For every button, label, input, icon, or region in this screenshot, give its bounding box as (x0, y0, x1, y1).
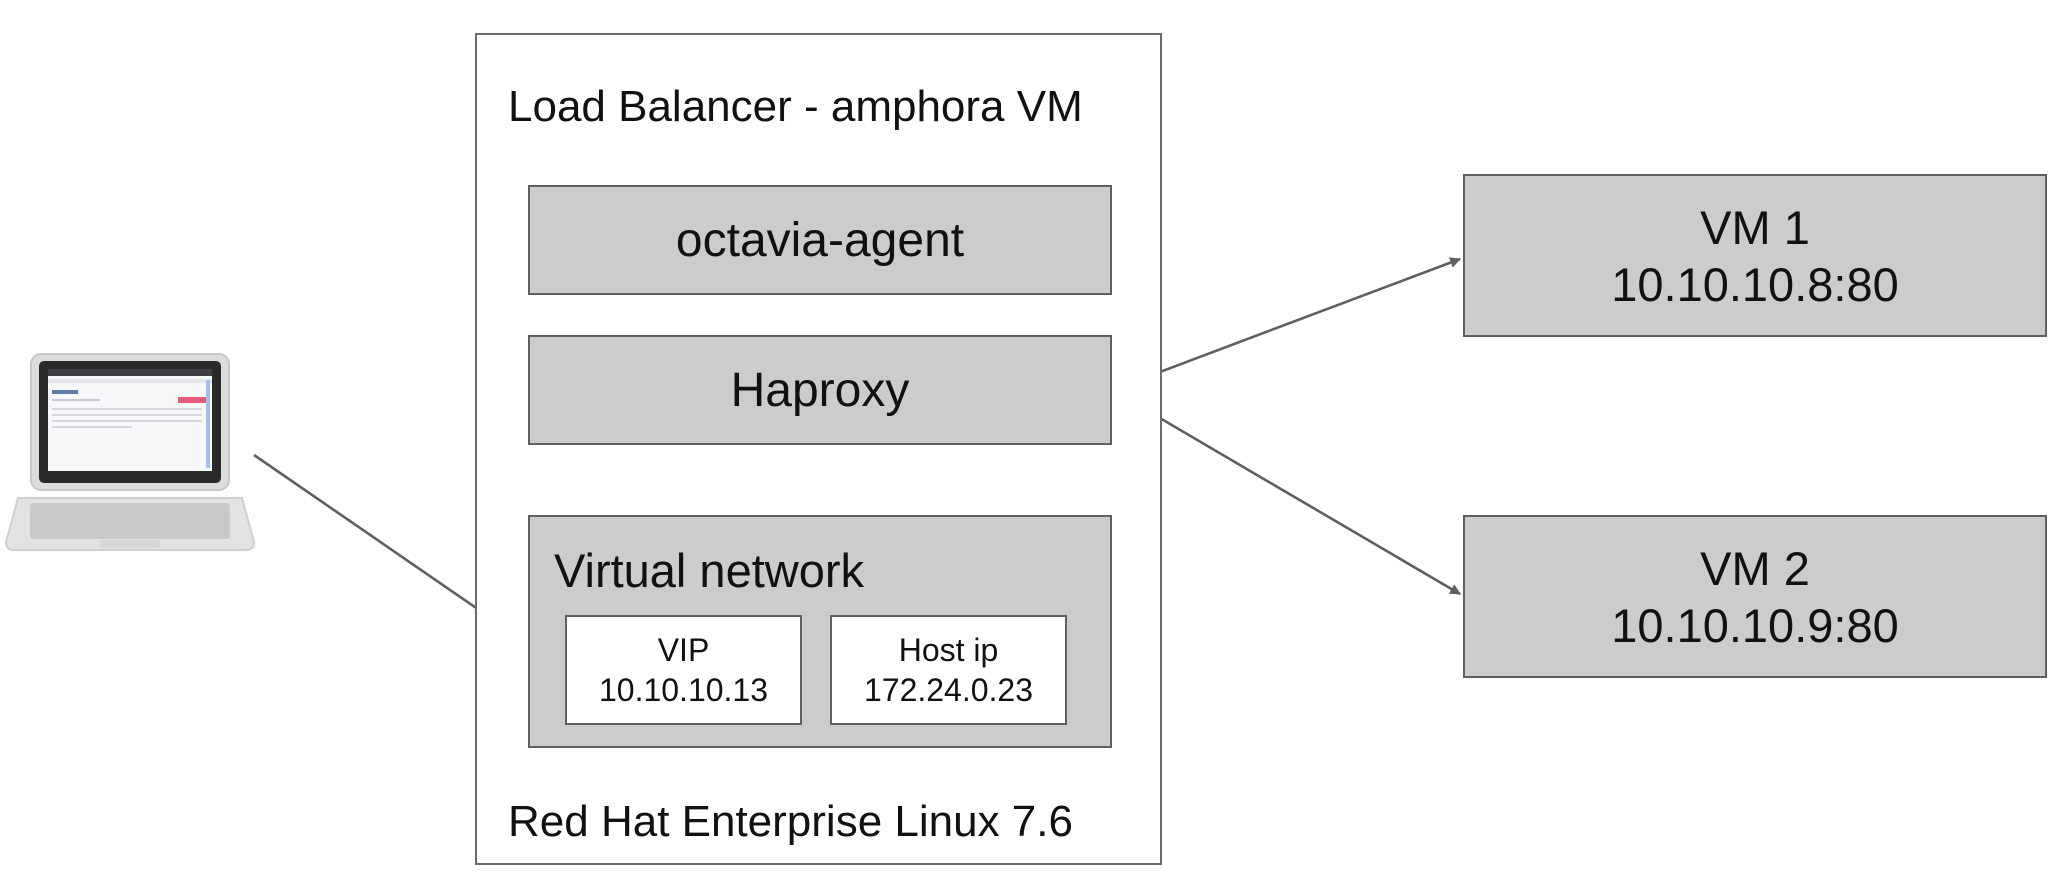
vm1-box: VM 1 10.10.10.8:80 (1463, 174, 2047, 337)
octavia-agent-box: octavia-agent (528, 185, 1112, 295)
vm2-box: VM 2 10.10.10.9:80 (1463, 515, 2047, 678)
virtual-network-title: Virtual network (554, 544, 864, 597)
haproxy-label: Haproxy (730, 363, 910, 417)
vip-box: VIP 10.10.10.13 (565, 615, 802, 725)
vm1-name: VM 1 (1700, 200, 1810, 254)
host-ip-address: 172.24.0.23 (863, 672, 1034, 708)
laptop-icon (4, 353, 256, 551)
vm2-name: VM 2 (1700, 541, 1810, 595)
amphora-title: Load Balancer - amphora VM (508, 82, 1083, 131)
host-ip-box: Host ip 172.24.0.23 (830, 615, 1067, 725)
host-ip-label: Host ip (898, 632, 999, 668)
vip-label: VIP (657, 632, 710, 668)
vm2-address: 10.10.10.9:80 (1611, 598, 1899, 652)
haproxy-to-vm2-arrow (1111, 388, 1461, 596)
amphora-os-label: Red Hat Enterprise Linux 7.6 (508, 797, 1073, 846)
haproxy-to-vm1-arrow (1111, 257, 1462, 392)
octavia-agent-label: octavia-agent (675, 213, 965, 267)
vm1-address: 10.10.10.8:80 (1611, 257, 1899, 311)
vip-address: 10.10.10.13 (598, 672, 769, 708)
haproxy-box: Haproxy (528, 335, 1112, 445)
